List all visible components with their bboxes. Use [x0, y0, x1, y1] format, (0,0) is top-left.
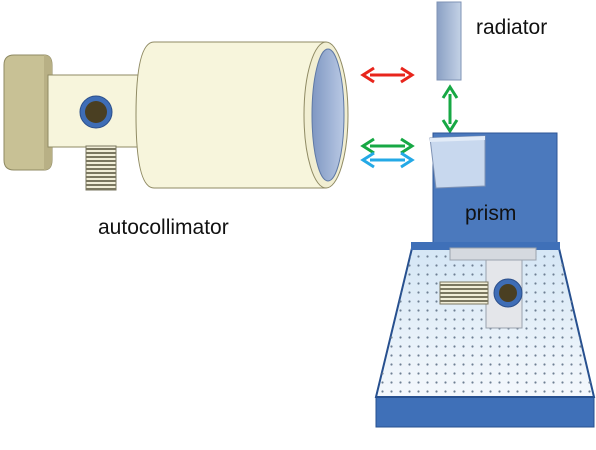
main-tube: [135, 41, 327, 189]
blue-arrow: [360, 151, 415, 169]
autocollimator: [3, 41, 349, 191]
mount-plate: [449, 247, 537, 261]
prism-label: prism: [465, 202, 516, 225]
rotary-table: [374, 242, 596, 428]
green-arrow-horizontal: [360, 137, 415, 155]
prism-face: [429, 135, 486, 189]
prism: [429, 132, 558, 249]
autocollimator-label: autocollimator: [98, 216, 229, 239]
table-base: [375, 396, 595, 428]
green-arrow-vertical: [441, 84, 459, 134]
red-arrow: [360, 66, 415, 84]
threaded-screw: [85, 145, 117, 191]
radiator-block: [436, 1, 462, 81]
radiator-label: radiator: [476, 16, 547, 39]
clamp-screw: [439, 281, 489, 305]
